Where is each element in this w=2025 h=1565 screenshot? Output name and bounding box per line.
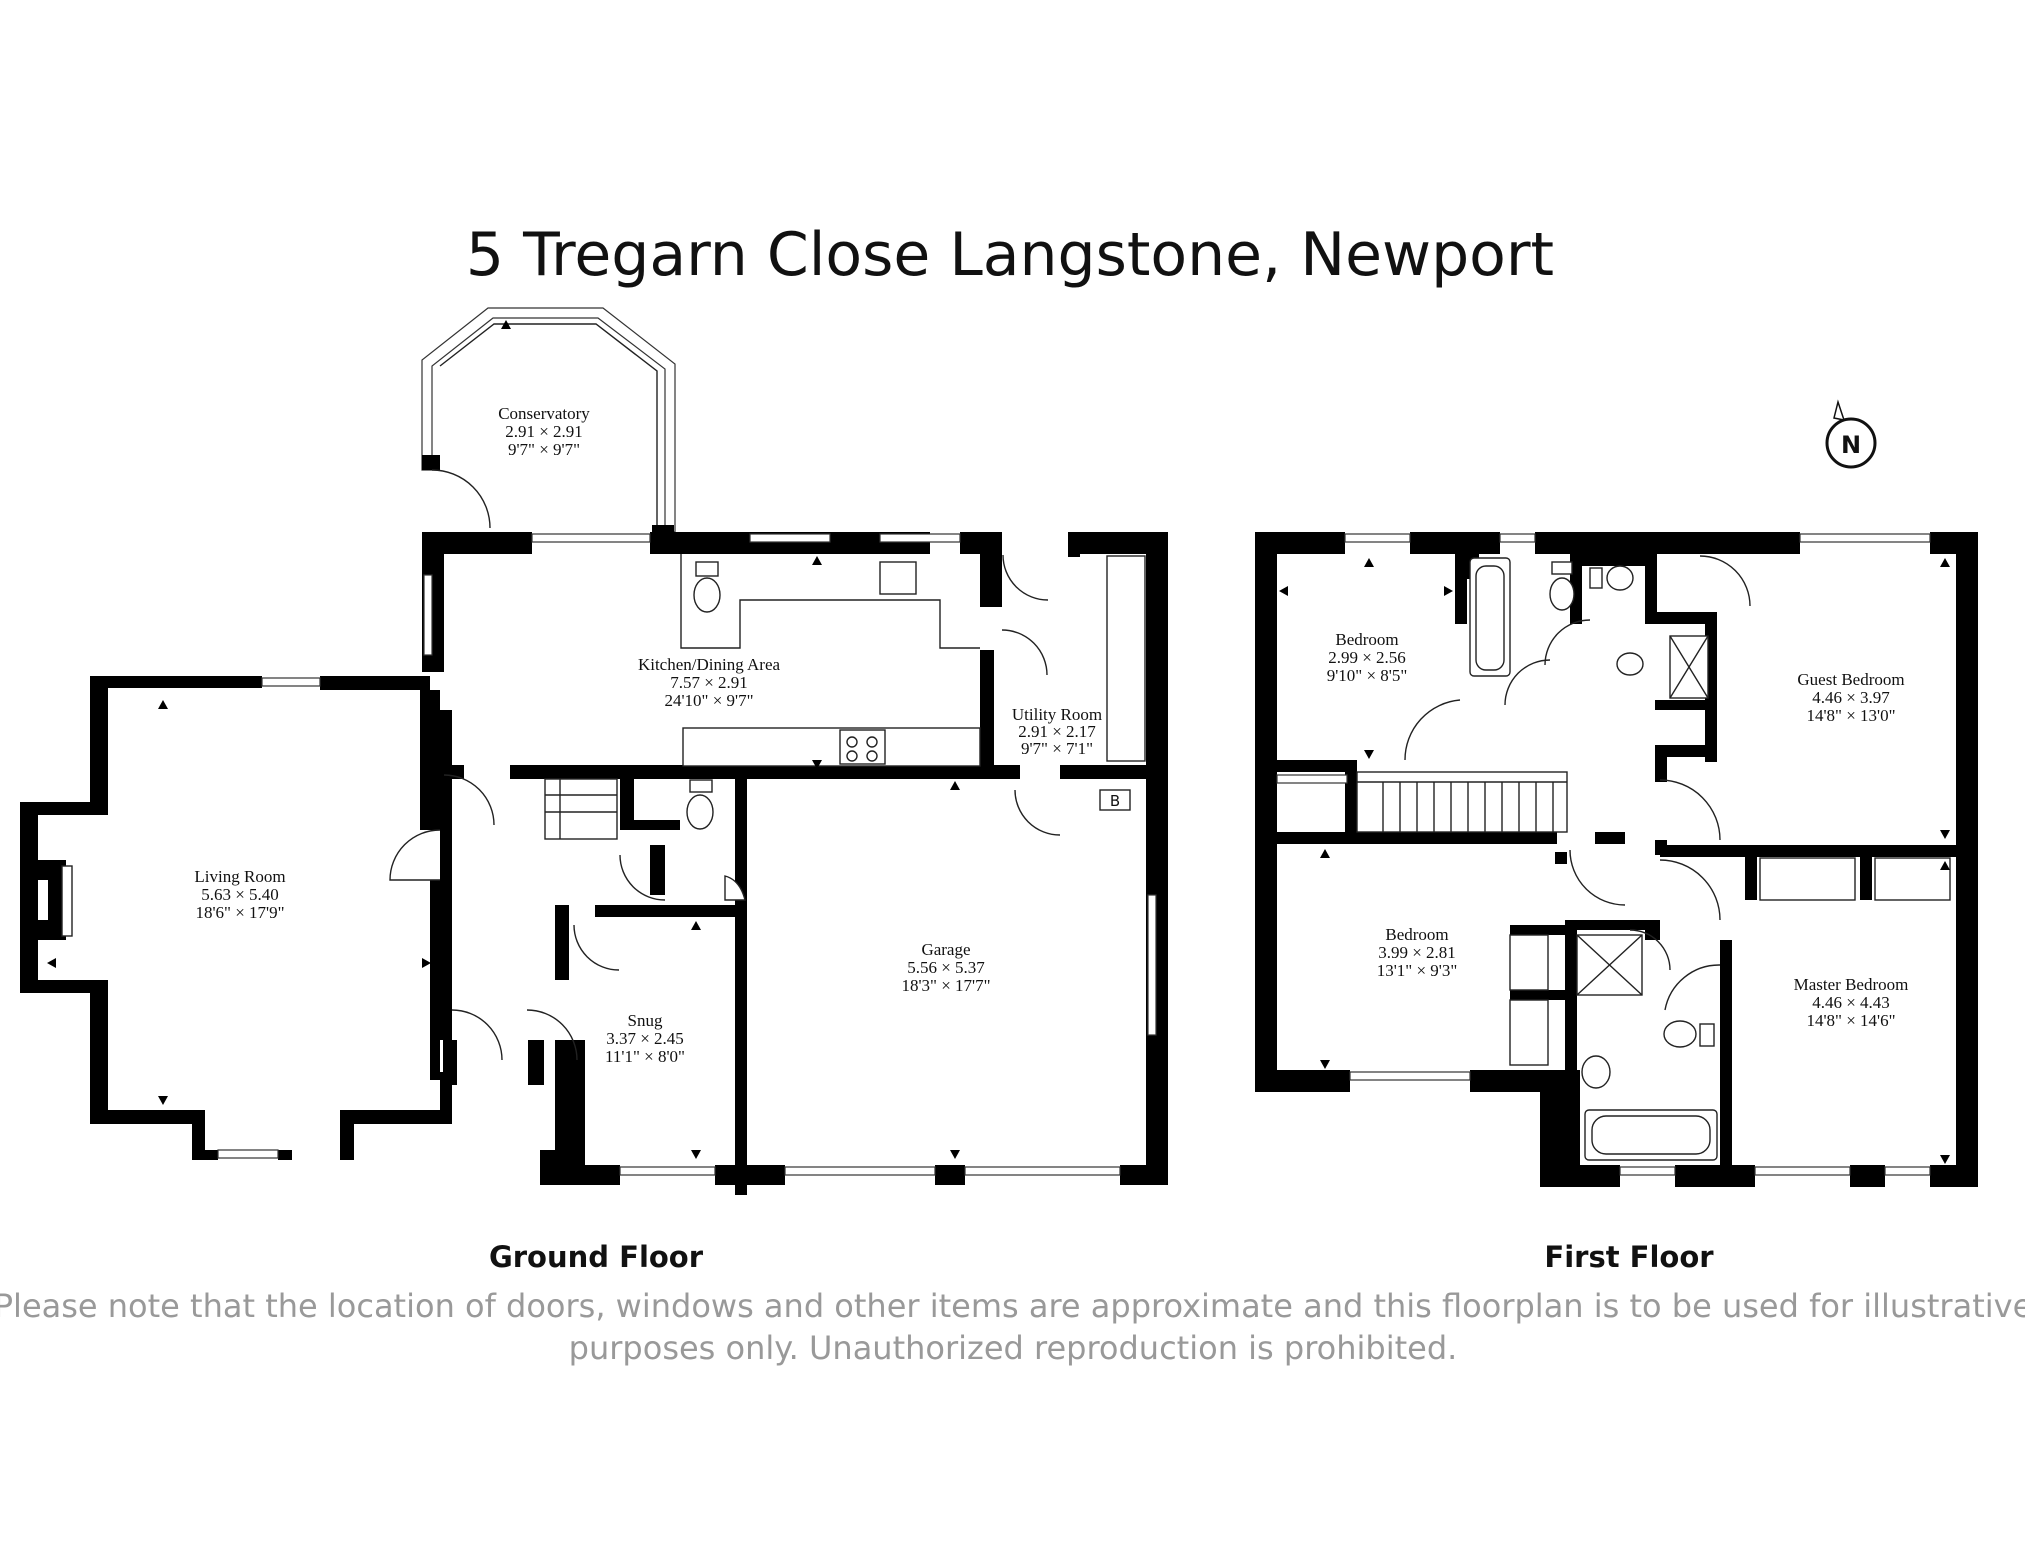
ground-wc <box>686 779 746 901</box>
svg-text:Bedroom: Bedroom <box>1335 630 1398 649</box>
svg-text:Utility Room: Utility Room <box>1012 705 1102 724</box>
svg-text:2.91 × 2.17: 2.91 × 2.17 <box>1018 722 1096 741</box>
ground-floor-plan: B Conservatory 2.91 × 2.91 9'7" × 9'7" K… <box>20 307 1168 1195</box>
svg-text:9'7" × 9'7": 9'7" × 9'7" <box>508 440 580 459</box>
svg-text:Guest Bedroom: Guest Bedroom <box>1797 670 1904 689</box>
svg-text:4.46 × 4.43: 4.46 × 4.43 <box>1812 993 1890 1012</box>
kitchen-fixtures <box>680 554 1146 767</box>
svg-text:9'10" × 8'5": 9'10" × 8'5" <box>1327 666 1408 685</box>
north-compass-icon: N <box>1825 399 1877 469</box>
room-label-conservatory: Conservatory 2.91 × 2.91 9'7" × 9'7" <box>498 404 590 459</box>
svg-text:3.37 × 2.45: 3.37 × 2.45 <box>606 1029 684 1048</box>
svg-text:11'1" × 8'0": 11'1" × 8'0" <box>605 1047 685 1066</box>
first-stairs <box>1356 771 1568 833</box>
svg-text:14'8" × 13'0": 14'8" × 13'0" <box>1806 706 1895 725</box>
svg-text:4.46 × 3.97: 4.46 × 3.97 <box>1812 688 1890 707</box>
first-floor-plan: Bedroom 2.99 × 2.56 9'10" × 8'5" Guest B… <box>1255 399 1978 1187</box>
living-room-walls <box>20 676 452 1160</box>
svg-text:Garage: Garage <box>921 940 970 959</box>
svg-text:14'8" × 14'6": 14'8" × 14'6" <box>1806 1011 1895 1030</box>
boiler-box <box>1099 789 1131 811</box>
room-label-garage: Garage 5.56 × 5.37 18'3" × 17'7" <box>901 940 990 995</box>
svg-text:Living Room: Living Room <box>194 867 285 886</box>
room-label-living: Living Room 5.63 × 5.40 18'6" × 17'9" <box>194 867 285 922</box>
page-title: 5 Tregarn Close Langstone, Newport <box>466 220 1554 290</box>
floor-label-ground: Ground Floor <box>489 1240 704 1274</box>
svg-text:2.91 × 2.91: 2.91 × 2.91 <box>505 422 583 441</box>
disclaimer-line-2: purposes only. Unauthorized reproduction… <box>569 1329 1458 1367</box>
svg-text:3.99 × 2.81: 3.99 × 2.81 <box>1378 943 1456 962</box>
disclaimer-line-1: Please note that the location of doors, … <box>0 1287 2025 1325</box>
ground-doors <box>389 469 1061 1061</box>
svg-text:9'7" × 7'1": 9'7" × 7'1" <box>1021 739 1093 758</box>
svg-text:2.99 × 2.56: 2.99 × 2.56 <box>1328 648 1406 667</box>
first-dimension-arrows <box>1279 558 1950 1164</box>
first-doors <box>1404 555 1751 1011</box>
room-label-bedroom-1: Bedroom 2.99 × 2.56 9'10" × 8'5" <box>1327 630 1408 685</box>
first-bathroom-fixtures <box>1469 557 1951 1161</box>
svg-text:5.56 × 5.37: 5.56 × 5.37 <box>907 958 985 977</box>
svg-text:13'1" × 9'3": 13'1" × 9'3" <box>1377 961 1458 980</box>
svg-text:7.57 × 2.91: 7.57 × 2.91 <box>670 673 748 692</box>
room-label-snug: Snug 3.37 × 2.45 11'1" × 8'0" <box>605 1011 685 1066</box>
ground-dimension-arrows <box>47 320 960 1159</box>
room-label-master-bedroom: Master Bedroom 4.46 × 4.43 14'8" × 14'6" <box>1794 975 1909 1030</box>
boiler-label: B <box>1110 792 1120 810</box>
svg-text:Snug: Snug <box>628 1011 663 1030</box>
ground-main-walls <box>422 532 1168 1195</box>
svg-text:18'6" × 17'9": 18'6" × 17'9" <box>195 903 284 922</box>
svg-text:18'3" × 17'7": 18'3" × 17'7" <box>901 976 990 995</box>
ground-stairs <box>544 778 618 840</box>
svg-text:Conservatory: Conservatory <box>498 404 590 423</box>
room-label-utility: Utility Room 2.91 × 2.17 9'7" × 7'1" <box>1012 705 1102 758</box>
svg-text:24'10" × 9'7": 24'10" × 9'7" <box>664 691 753 710</box>
compass-label: N <box>1841 431 1861 459</box>
svg-text:Kitchen/Dining Area: Kitchen/Dining Area <box>638 655 781 674</box>
svg-text:Master Bedroom: Master Bedroom <box>1794 975 1909 994</box>
svg-text:Bedroom: Bedroom <box>1385 925 1448 944</box>
floor-label-first: First Floor <box>1544 1240 1714 1274</box>
ground-windows <box>217 533 1157 1176</box>
room-label-kitchen: Kitchen/Dining Area 7.57 × 2.91 24'10" ×… <box>638 655 781 710</box>
room-label-bedroom-2: Bedroom 3.99 × 2.81 13'1" × 9'3" <box>1377 925 1458 980</box>
room-label-guest-bedroom: Guest Bedroom 4.46 × 3.97 14'8" × 13'0" <box>1797 670 1904 725</box>
svg-text:5.63 × 5.40: 5.63 × 5.40 <box>201 885 279 904</box>
